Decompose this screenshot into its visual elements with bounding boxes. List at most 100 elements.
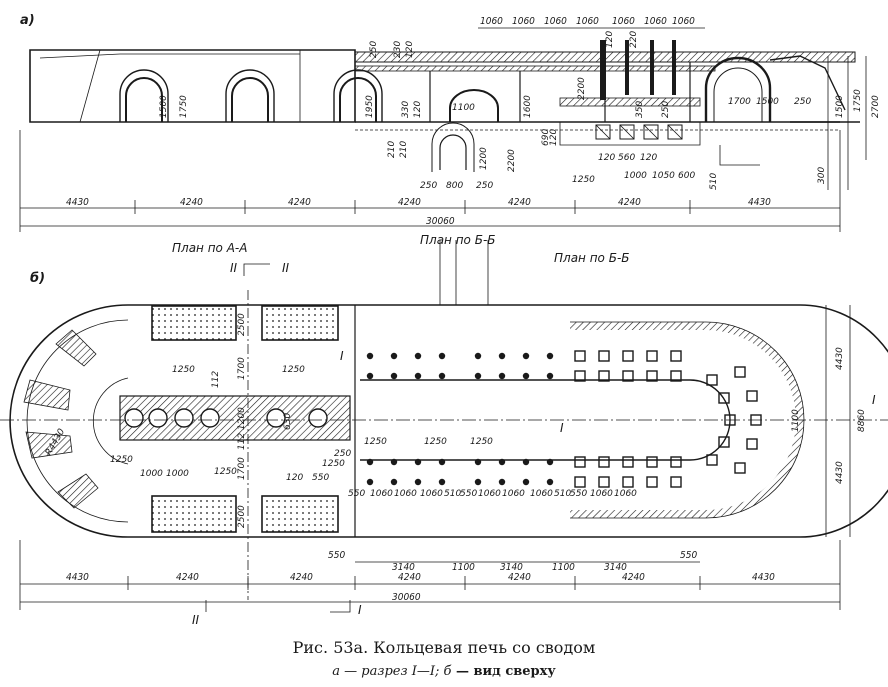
dim-inner-4: 220 (629, 31, 639, 48)
caption-sub-b-text: — вид сверху (451, 664, 556, 679)
dim-b-left-18: 2500 (237, 505, 247, 528)
furnace-drawing: а) (0, 13, 888, 627)
dim-b-right-2: 8860 (857, 409, 867, 432)
port (750, 414, 762, 426)
pillar (546, 478, 554, 486)
port (646, 456, 658, 468)
pillar (390, 352, 398, 360)
dim-inner-17: 1700 (728, 97, 751, 107)
dim-inner-11: 1600 (523, 95, 533, 118)
pillar-grid (366, 352, 554, 486)
dim-inner-15: 350 (635, 101, 645, 118)
dim-b-left-4: 630 (283, 413, 293, 430)
pillar (498, 458, 506, 466)
view-a-top-dims: 1060 1060 1060 1060 1060 1060 1060 (480, 16, 695, 27)
plan-bb-label-2: План по Б-Б (554, 251, 630, 265)
pillar (366, 372, 374, 380)
pillar (390, 478, 398, 486)
dim-inner-12: 2200 (577, 77, 587, 100)
dim-inner-26: 2200 (507, 149, 517, 172)
dim-inner-16: 250 (661, 101, 671, 118)
dim-b-bottom-1: 4430 (66, 572, 89, 583)
dim-inner-24: 210 (399, 141, 409, 158)
dim-inner-27: 250 (420, 181, 437, 191)
pillar (498, 352, 506, 360)
dim-a-bottom-2: 4240 (180, 197, 203, 208)
dim-b-bottom-6: 4240 (622, 572, 645, 583)
pillar (414, 352, 422, 360)
dim-row-6: 1060 (478, 489, 501, 499)
port (706, 374, 718, 386)
pillar (438, 478, 446, 486)
dim-inner-14: 120 (549, 129, 559, 146)
dim-b-bottom-4: 4240 (398, 572, 421, 583)
view-b-row-dims: 550 1060 1060 1060 510 550 1060 1060 106… (348, 489, 637, 499)
pillar (546, 352, 554, 360)
plan-aa-label: План по А-А (172, 241, 247, 255)
port (670, 476, 682, 488)
pillar (366, 458, 374, 466)
dim-b-left-13: 1700 (237, 457, 247, 480)
pillar (498, 478, 506, 486)
pillar (522, 352, 530, 360)
dim-inner-25: 1200 (479, 147, 489, 170)
dim-b-gap-3: 1250 (470, 437, 493, 447)
pillar (414, 372, 422, 380)
dim-b-bottom-7: 4430 (752, 572, 775, 583)
dim-inner-7: 1950 (365, 95, 375, 118)
dim-span-2: 1100 (452, 562, 475, 573)
dim-b-bottom-5: 4240 (508, 572, 531, 583)
dim-a-total: 30060 (426, 216, 455, 227)
dim-row-5: 550 (460, 489, 477, 499)
dim-top-2: 1060 (512, 16, 535, 27)
view-a-inner-dims: 250 230 120 120 220 1500 1750 1950 330 1… (159, 31, 881, 191)
caption-sub-a-sec: I—I (411, 664, 435, 679)
pillar (474, 478, 482, 486)
dim-inner-31: 120 (598, 153, 615, 163)
port (746, 390, 758, 402)
section-mark-top-2: II (282, 261, 290, 275)
pillar (522, 458, 530, 466)
dim-b-gap-1: 1250 (364, 437, 387, 447)
dim-b-left-11: 1000 (166, 469, 189, 479)
dim-span-4: 1100 (552, 562, 575, 573)
pillar (366, 352, 374, 360)
pillar (414, 458, 422, 466)
dim-inner-38: 300 (817, 167, 827, 184)
dim-b-total: 30060 (392, 592, 421, 603)
caption-sub-a-text: — разрез (340, 664, 412, 679)
dim-inner-36: 600 (678, 171, 695, 181)
port (670, 456, 682, 468)
pillar (546, 372, 554, 380)
plan-view-b: б) План по А-А План по Б-Б План по Б-Б I… (0, 233, 888, 627)
section-mark-mid-right-2: I (872, 393, 876, 407)
dim-b-left-1: 2500 (237, 313, 247, 336)
dim-inner-35: 1050 (652, 171, 675, 181)
port (598, 476, 610, 488)
pillar (390, 458, 398, 466)
port (622, 476, 634, 488)
port (734, 366, 746, 378)
dim-b-left-5: 1250 (172, 365, 195, 375)
port-grid (574, 350, 762, 488)
dim-span-1: 3140 (392, 562, 415, 573)
dim-row-7: 1060 (502, 489, 525, 499)
dim-b-left-15: 120 (286, 473, 303, 483)
dim-b-right-3: 4430 (835, 461, 845, 484)
dim-b-left-10: 1000 (140, 469, 163, 479)
port (622, 370, 634, 382)
dim-span-5: 3140 (604, 562, 627, 573)
dim-b-left-14: 112 (237, 433, 247, 450)
view-b-label: б) (30, 271, 45, 286)
plan-bb-label-1: План по Б-Б (420, 233, 496, 247)
view-b-bottom-dims: 4430 4240 4240 4240 4240 4240 4430 30060 (66, 572, 775, 603)
dim-a-bottom-1: 4430 (66, 197, 89, 208)
pillar (522, 372, 530, 380)
pillar (474, 372, 482, 380)
port (622, 350, 634, 362)
section-mark-top: II (230, 261, 238, 275)
dim-row-2: 1060 (394, 489, 417, 499)
dim-inner-28: 800 (446, 181, 463, 191)
dim-row-9: 510 (554, 489, 571, 499)
dim-b-left-6: 1250 (282, 365, 305, 375)
